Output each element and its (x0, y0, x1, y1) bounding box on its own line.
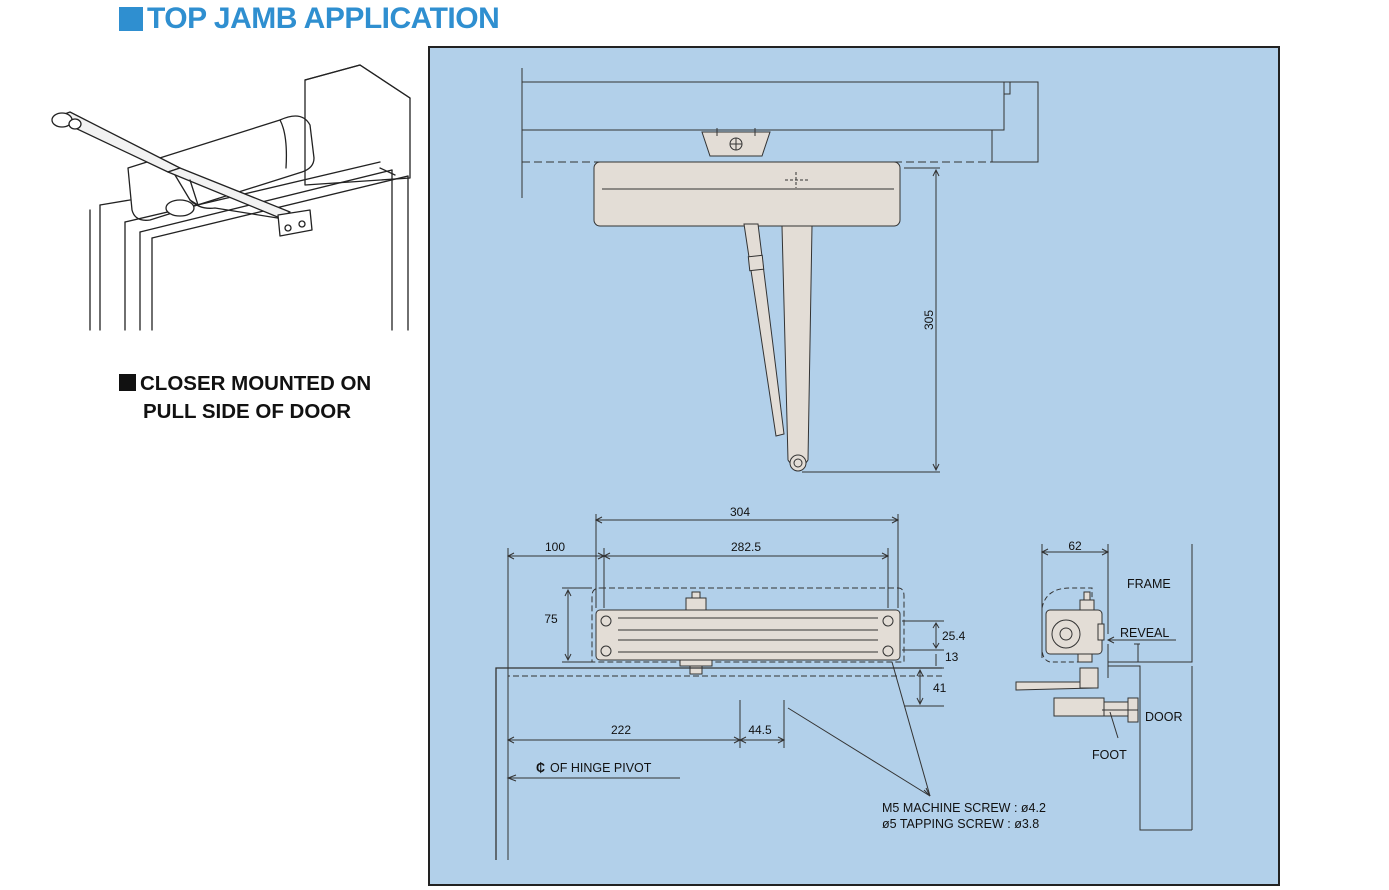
centerline-symbol: ₵ (536, 761, 545, 775)
foot-label: FOOT (1092, 748, 1127, 762)
dim-282-5: 282.5 (731, 540, 761, 554)
dim-100: 100 (545, 540, 565, 554)
door-label: DOOR (1145, 710, 1183, 724)
technical-drawing: 305 304 282.5 100 75 25.4 13 41 222 44.5… (495, 68, 1193, 860)
caption-line-1: CLOSER MOUNTED ON (140, 372, 372, 395)
page-title: TOP JAMB APPLICATION (119, 2, 500, 36)
dim-75: 75 (544, 612, 558, 626)
dim-222: 222 (611, 723, 631, 737)
screw-spec-line-1: M5 MACHINE SCREW : ø4.2 (882, 801, 1046, 815)
page-title-text: TOP JAMB APPLICATION (147, 2, 500, 35)
caption-line-2: PULL SIDE OF DOOR (143, 400, 352, 423)
caption-square-icon (119, 374, 136, 391)
hinge-pivot-label: OF HINGE PIVOT (550, 761, 652, 775)
frame-label: FRAME (1127, 577, 1171, 591)
dim-304: 304 (730, 505, 750, 519)
dim-305: 305 (922, 310, 936, 330)
dim-13: 13 (945, 650, 959, 664)
reveal-label: REVEAL (1120, 626, 1169, 640)
dim-25-4: 25.4 (942, 629, 966, 643)
screw-spec-line-2: ø5 TAPPING SCREW : ø3.8 (882, 817, 1039, 831)
title-square-icon (119, 7, 143, 31)
side-view (1015, 544, 1193, 831)
dim-62: 62 (1068, 539, 1082, 553)
front-view (495, 514, 944, 860)
dim-41: 41 (933, 681, 947, 695)
top-view (521, 68, 1039, 473)
mount-caption: CLOSER MOUNTED ON PULL SIDE OF DOOR (119, 370, 371, 426)
technical-drawing-panel: 305 304 282.5 100 75 25.4 13 41 222 44.5… (428, 46, 1280, 886)
closer-perspective-illustration (51, 64, 411, 331)
dim-44-5: 44.5 (748, 723, 772, 737)
